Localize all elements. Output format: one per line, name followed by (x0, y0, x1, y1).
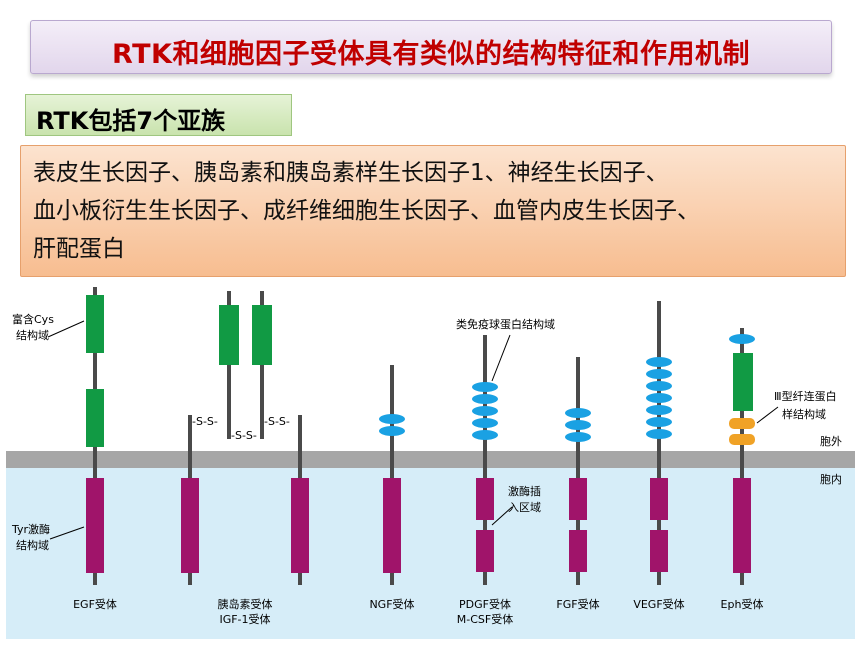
ig-like-domain (379, 426, 405, 436)
kinase-domain (383, 478, 401, 573)
ig-like-domain (472, 430, 498, 440)
insulin-receptor: -S-S- -S-S- -S-S- (181, 291, 309, 585)
ig-like-domain (565, 420, 591, 430)
ig-like-domain (646, 357, 672, 367)
ig-like-domain (729, 334, 755, 344)
ig-like-domain (646, 405, 672, 415)
kinase-domain-label: 结构域 (16, 538, 49, 552)
intracellular-label: 胞内 (820, 472, 842, 486)
ig-like-domain (646, 417, 672, 427)
receptor-name: IGF-1受体 (219, 612, 270, 626)
cytoplasm-region (6, 451, 855, 639)
fibronectin-label: 样结构域 (782, 407, 826, 421)
receptor-name: VEGF受体 (633, 597, 684, 611)
family-line: 血小板衍生生长因子、成纤维细胞生长因子、血管内皮生长因子、 (33, 198, 700, 224)
vegf-receptor (646, 301, 672, 585)
eph-receptor (729, 328, 755, 585)
leader-line (491, 506, 513, 526)
kinase-domain (733, 478, 751, 573)
cys-rich-domain (219, 305, 239, 365)
subtitle-banner: RTK包括7个亚族 (25, 94, 292, 136)
egf-receptor (86, 287, 104, 585)
title-banner: RTK和细胞因子受体具有类似的结构特征和作用机制 (30, 20, 832, 74)
kinase-insert-label: 激酶插 (508, 484, 541, 498)
leader-line (491, 334, 511, 382)
receptor-name: 胰岛素受体 (218, 597, 273, 611)
ig-like-domain (646, 381, 672, 391)
family-line: 肝配蛋白 (33, 236, 125, 262)
kinase-domain (86, 478, 104, 573)
receptor-name: M-CSF受体 (457, 612, 513, 626)
receptor-name: PDGF受体 (459, 597, 511, 611)
ig-like-domain (646, 429, 672, 439)
family-list: 表皮生长因子、胰岛素和胰岛素样生长因子1、神经生长因子、 血小板衍生生长因子、成… (33, 154, 839, 268)
receptor-name: Eph受体 (721, 597, 764, 611)
kinase-domain (650, 530, 668, 572)
family-list-box: 表皮生长因子、胰岛素和胰岛素样生长因子1、神经生长因子、 血小板衍生生长因子、成… (20, 145, 846, 277)
kinase-domain (291, 478, 309, 573)
ig-like-domain (379, 414, 405, 424)
ngf-receptor (379, 365, 405, 585)
kinase-insert-label: 入区域 (508, 501, 541, 514)
pdgf-receptor (472, 335, 498, 585)
cys-domain-label: 结构域 (16, 328, 49, 342)
cys-rich-domain (86, 389, 104, 447)
ig-like-domain (646, 393, 672, 403)
plasma-membrane (6, 451, 855, 468)
ig-like-domain (565, 408, 591, 418)
kinase-domain (476, 530, 494, 572)
receptor-name: EGF受体 (73, 597, 117, 611)
receptor-name: NGF受体 (369, 597, 414, 611)
kinase-domain-label: Tyr激酶 (11, 522, 50, 536)
kinase-domain (181, 478, 199, 573)
fibronectin-label: Ⅲ型纤连蛋白 (774, 389, 837, 403)
receptor-name: FGF受体 (556, 597, 599, 611)
disulfide-bond-label: -S-S- (231, 429, 257, 442)
cys-rich-domain (86, 295, 104, 353)
ig-like-domain (472, 382, 498, 392)
leader-line (47, 320, 85, 338)
disulfide-bond-label: -S-S- (264, 415, 290, 428)
fibronectin-domain (729, 434, 755, 445)
family-line: 表皮生长因子、胰岛素和胰岛素样生长因子1、神经生长因子、 (33, 160, 669, 186)
ig-like-domain (565, 432, 591, 442)
fgf-receptor (565, 357, 591, 585)
cys-domain-label: 富含Cys (12, 312, 54, 326)
cys-rich-domain (252, 305, 272, 365)
leader-line (756, 406, 779, 424)
leader-line (49, 526, 85, 540)
ig-like-domain (472, 406, 498, 416)
ig-domain-label: 类免疫球蛋白结构域 (456, 317, 555, 331)
kinase-domain (650, 478, 668, 520)
ig-like-domain (472, 394, 498, 404)
page-title: RTK和细胞因子受体具有类似的结构特征和作用机制 (112, 39, 750, 70)
kinase-domain (476, 478, 494, 520)
ig-like-domain (646, 369, 672, 379)
kinase-domain (569, 478, 587, 520)
kinase-domain (569, 530, 587, 572)
extracellular-label: 胞外 (820, 435, 842, 448)
rtk-structure-diagram: -S-S- -S-S- -S-S- (6, 287, 855, 639)
disulfide-bond-label: -S-S- (192, 415, 218, 428)
fibronectin-domain (729, 418, 755, 429)
subtitle: RTK包括7个亚族 (36, 107, 226, 135)
ig-like-domain (472, 418, 498, 428)
cys-rich-domain (733, 353, 753, 411)
